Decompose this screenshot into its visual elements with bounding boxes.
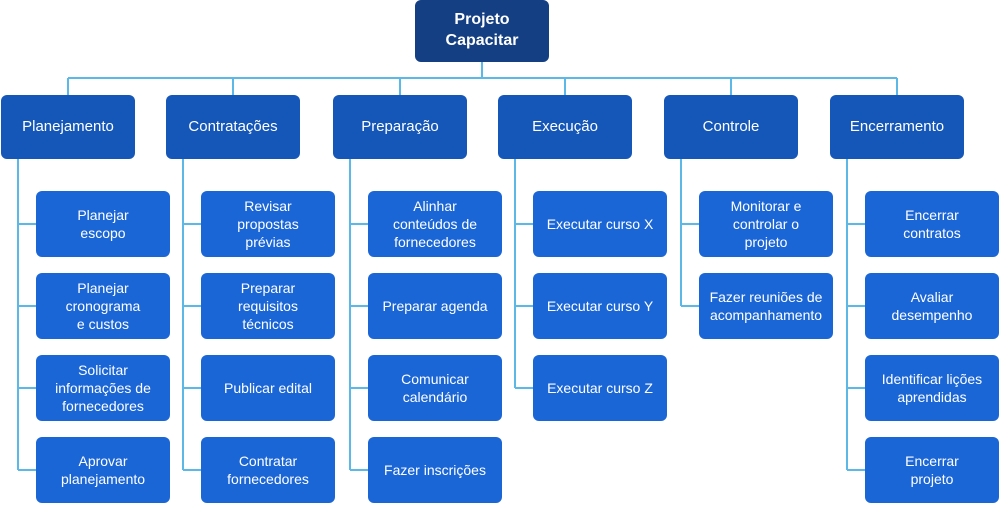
task-node: Preparar agenda: [368, 273, 502, 339]
category-node: Preparação: [333, 95, 467, 159]
category-node: Execução: [498, 95, 632, 159]
task-node: Planejar cronograma e custos: [36, 273, 170, 339]
task-node: Fazer inscrições: [368, 437, 502, 503]
category-node: Contratações: [166, 95, 300, 159]
task-node: Executar curso X: [533, 191, 667, 257]
task-node: Planejar escopo: [36, 191, 170, 257]
task-node: Executar curso Y: [533, 273, 667, 339]
task-node: Identificar lições aprendidas: [865, 355, 999, 421]
category-node: Encerramento: [830, 95, 964, 159]
task-node: Encerrar projeto: [865, 437, 999, 503]
category-node: Controle: [664, 95, 798, 159]
task-node: Preparar requisitos técnicos: [201, 273, 335, 339]
task-node: Contratar fornecedores: [201, 437, 335, 503]
task-node: Alinhar conteúdos de fornecedores: [368, 191, 502, 257]
task-node: Aprovar planejamento: [36, 437, 170, 503]
task-node: Revisar propostas prévias: [201, 191, 335, 257]
root-node: Projeto Capacitar: [415, 0, 549, 62]
task-node: Solicitar informações de fornecedores: [36, 355, 170, 421]
task-node: Comunicar calendário: [368, 355, 502, 421]
category-node: Planejamento: [1, 95, 135, 159]
task-node: Fazer reuniões de acompanhamento: [699, 273, 833, 339]
task-node: Monitorar e controlar o projeto: [699, 191, 833, 257]
task-node: Avaliar desempenho: [865, 273, 999, 339]
task-node: Executar curso Z: [533, 355, 667, 421]
task-node: Publicar edital: [201, 355, 335, 421]
task-node: Encerrar contratos: [865, 191, 999, 257]
